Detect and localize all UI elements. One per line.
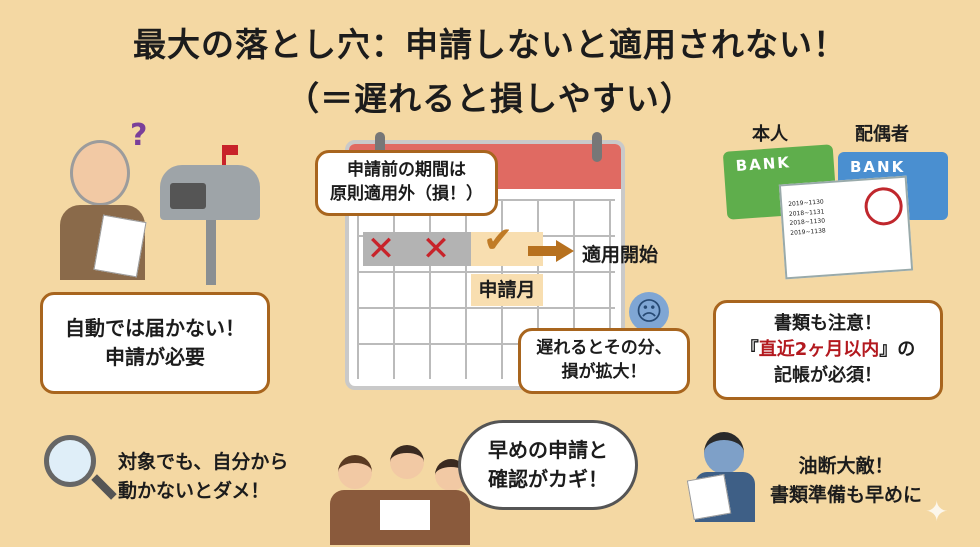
confused-person-illustration <box>60 130 160 280</box>
text-line: 動かないとダメ！ <box>118 479 270 502</box>
family-consultation-illustration <box>330 445 470 545</box>
bubble-line: 申請が必要 <box>105 345 205 369</box>
application-month-label: 申請月 <box>471 274 543 306</box>
bubble-line: 原則適用外（損！） <box>330 184 483 204</box>
bubble-line: 損が拡大！ <box>561 362 647 382</box>
start-label: 適用開始 <box>582 244 659 266</box>
highlight-text: 直近2ヶ月以内 <box>758 338 880 360</box>
delay-loss-bubble: 遅れるとその分、 損が拡大！ <box>518 328 690 394</box>
self-label: 本人 <box>752 124 788 145</box>
bank-label: BANK <box>850 158 906 176</box>
cross-mark-icon: ✕ <box>366 229 396 269</box>
early-application-cloud: 早めの申請と 確認がカギ！ <box>458 420 638 510</box>
title-line-2: （＝遅れると損しやすい） <box>286 79 694 118</box>
worried-person-illustration <box>686 432 760 522</box>
mailbox-illustration <box>160 145 260 285</box>
bracket: 』の <box>879 338 916 360</box>
document-caution-bubble: 書類も注意！ 『直近2ヶ月以内』の 記帳が必須！ <box>713 300 943 400</box>
calendar-ring <box>592 132 602 162</box>
magnifier-person-icon <box>44 435 96 487</box>
title-line-1: 最大の落とし穴：申請しないと適用されない！ <box>133 25 847 64</box>
arrow-right-icon <box>528 246 558 256</box>
careful-tip-text: 油断大敵！ 書類準備も早めに <box>770 452 922 509</box>
bubble-line: 確認がカギ！ <box>488 467 608 491</box>
bubble-line: 遅れるとその分、 <box>536 338 672 359</box>
bubble-line: 申請前の期間は <box>347 160 466 181</box>
pre-application-bubble: 申請前の期間は 原則適用外（損！） <box>315 150 498 216</box>
bubble-line: 自動では届かない！ <box>65 316 245 340</box>
proactive-text: 対象でも、自分から 動かないとダメ！ <box>118 448 288 505</box>
calendar-ring <box>375 132 385 162</box>
text-line: 油断大敵！ <box>798 455 894 477</box>
bubble-line: 記帳が必須！ <box>774 365 882 387</box>
bubble-line: 早めの申請と <box>488 438 608 462</box>
check-mark-icon: ✔ <box>483 220 514 261</box>
bracket: 『 <box>740 338 759 360</box>
cross-mark-icon: ✕ <box>421 229 451 269</box>
bubble-line: 書類も注意！ <box>774 312 882 334</box>
spouse-label: 配偶者 <box>855 124 909 145</box>
manual-application-bubble: 自動では届かない！ 申請が必要 <box>40 292 270 394</box>
sad-face-icon: ☹ <box>629 292 669 332</box>
text-line: 書類準備も早めに <box>770 483 923 506</box>
passbook-illustration: 2019~1130 2018~1131 2018~1130 2019~1138 <box>778 175 914 280</box>
text-line: 対象でも、自分から <box>118 451 289 473</box>
question-mark: ? <box>130 118 148 153</box>
sparkle-icon: ✦ <box>925 495 949 528</box>
bank-label: BANK <box>735 153 792 176</box>
